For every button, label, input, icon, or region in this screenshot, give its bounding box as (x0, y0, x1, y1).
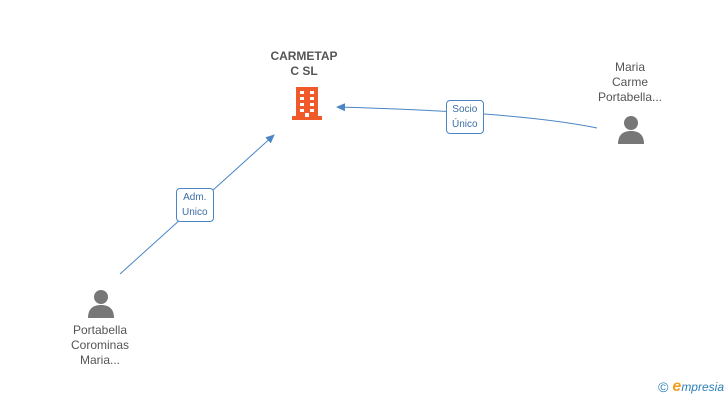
copyright-symbol: © (658, 379, 669, 395)
relation-line2: Único (452, 119, 478, 130)
person-name-line2: Corominas (70, 338, 130, 352)
person-name-line3: Maria... (79, 353, 120, 367)
relation-line1: Socio (452, 104, 478, 115)
brand-logo-initial: e (672, 378, 682, 395)
person-label-portabella-corominas[interactable]: Portabella Corominas Maria... (55, 323, 145, 368)
person-icon[interactable] (616, 114, 646, 144)
brand-name: mpresia (681, 380, 724, 394)
relation-label-socio-unico[interactable]: Socio Único (446, 100, 484, 134)
relation-line1: Adm. (183, 192, 207, 203)
person-name-line3: Portabella... (597, 90, 663, 104)
edge-socio-unico (336, 103, 598, 129)
empresia-watermark: © e mpresia (658, 378, 724, 396)
building-icon[interactable] (290, 85, 324, 121)
person-name-line2: Carme (611, 75, 648, 89)
company-name-line2: C SL (290, 64, 318, 78)
person-icon[interactable] (86, 288, 116, 318)
person-label-maria-carme[interactable]: Maria Carme Portabella... (585, 60, 675, 105)
company-name[interactable]: CARMETAP C SL (254, 49, 354, 79)
relation-label-adm-unico[interactable]: Adm. Unico (176, 188, 214, 222)
person-name-line1: Maria (614, 60, 645, 74)
relation-line2: Unico (182, 207, 208, 218)
person-name-line1: Portabella (72, 323, 128, 337)
company-name-line1: CARMETAP (270, 49, 338, 63)
